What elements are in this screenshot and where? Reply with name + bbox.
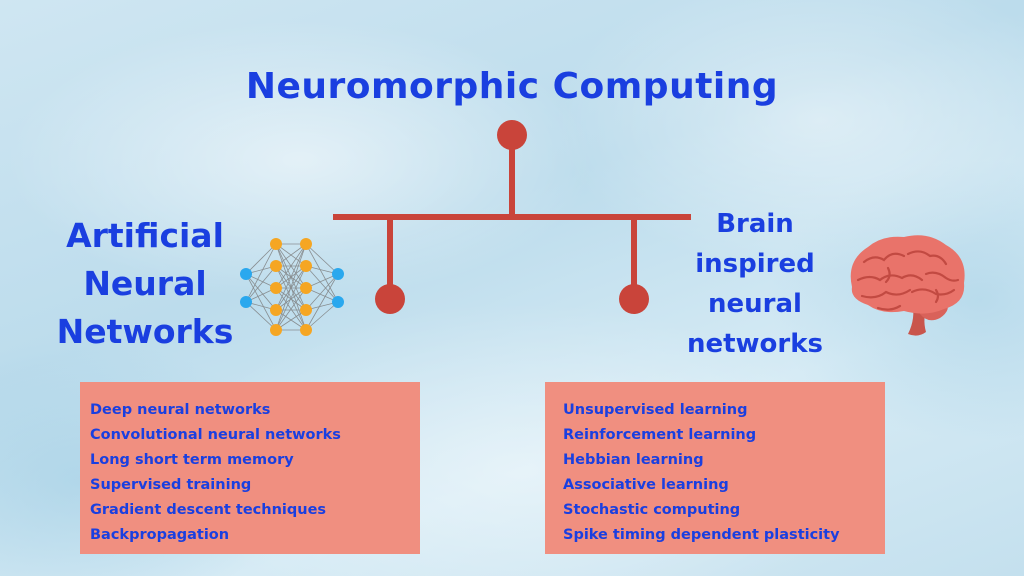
list-item: Hebbian learning bbox=[563, 452, 704, 468]
list-item: Associative learning bbox=[563, 477, 729, 493]
left-topics-list: Deep neural networks Convolutional neura… bbox=[90, 398, 410, 548]
list-item: Convolutional neural networks bbox=[90, 427, 341, 443]
list-item: Gradient descent techniques bbox=[90, 502, 327, 518]
list-item: Backpropagation bbox=[90, 527, 230, 543]
connector-top-node bbox=[497, 120, 527, 150]
list-item: Stochastic computing bbox=[563, 502, 741, 518]
connector-left-node bbox=[375, 284, 405, 314]
list-item: Long short term memory bbox=[90, 452, 294, 468]
brain-icon bbox=[850, 235, 965, 336]
list-item: Unsupervised learning bbox=[563, 402, 748, 418]
neural-network-icon bbox=[240, 238, 344, 336]
list-item: Spike timing dependent plasticity bbox=[563, 527, 840, 543]
diagram-title: Neuromorphic Computing bbox=[245, 66, 779, 107]
right-topics-list: Unsupervised learning Reinforcement lear… bbox=[563, 398, 875, 548]
left-branch-label: Artificial Neural Networks bbox=[56, 216, 234, 351]
left-topics-box: Deep neural networks Convolutional neura… bbox=[80, 382, 420, 554]
right-branch-label: Brain inspired neural networks bbox=[686, 209, 824, 359]
list-item: Supervised training bbox=[90, 477, 252, 493]
right-topics-box: Unsupervised learning Reinforcement lear… bbox=[545, 382, 885, 554]
list-item: Reinforcement learning bbox=[563, 427, 757, 443]
connector-right-node bbox=[619, 284, 649, 314]
list-item: Deep neural networks bbox=[90, 402, 271, 418]
